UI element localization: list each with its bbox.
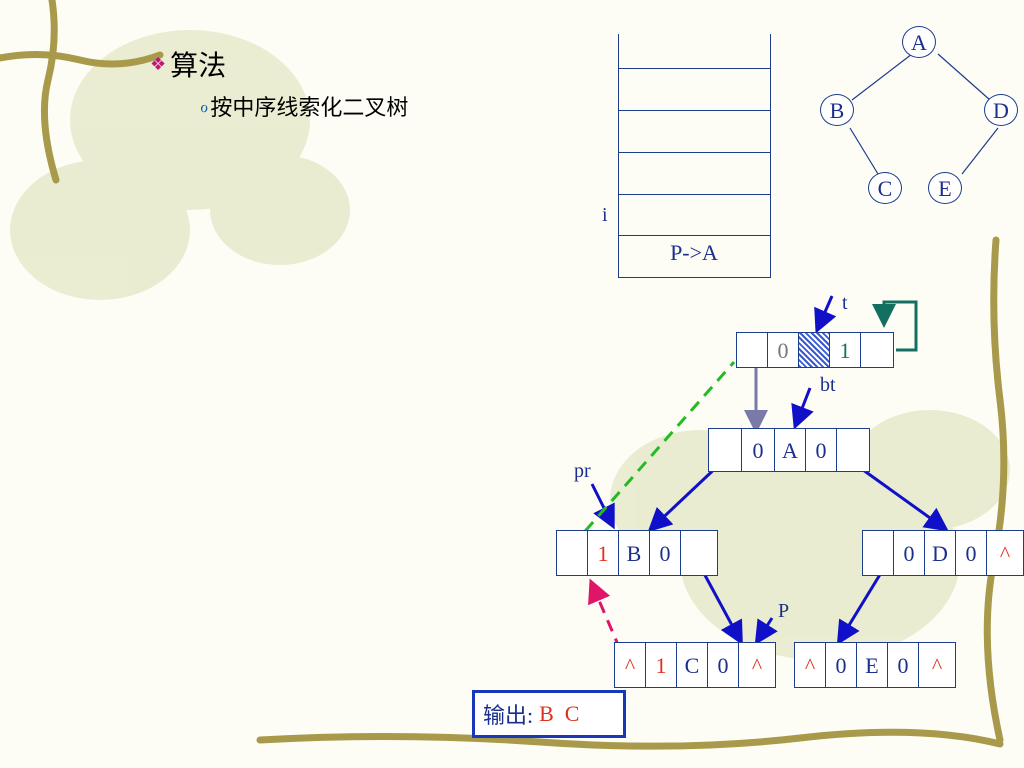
swirl-bullet-icon: ℴ	[200, 95, 209, 116]
node-b-rtag-cell: 0	[649, 530, 681, 576]
head-node: 0 1	[736, 332, 894, 368]
node-d-data-cell: D	[924, 530, 956, 576]
pointer-label-t: t	[842, 292, 848, 314]
diamond-bullet-icon: ❖	[150, 53, 167, 74]
output-values: B C	[539, 701, 580, 726]
stack: P->A	[618, 34, 772, 278]
head-rtag-cell: 1	[829, 332, 861, 368]
node-d: 0 D 0 ^	[862, 530, 1024, 576]
head-ltag-cell: 0	[767, 332, 799, 368]
node-e: ^ 0 E 0 ^	[794, 642, 956, 688]
bullet-text: 算法	[170, 51, 227, 82]
stack-bottom-cell: P->A	[670, 240, 718, 265]
node-b-data-cell: B	[618, 530, 650, 576]
bullet-inorder-threading: ℴ 按中序线索化二叉树	[200, 90, 408, 122]
head-lchild-cell	[736, 332, 768, 368]
output-label: 输出:	[483, 703, 534, 728]
stack-index-label: i	[602, 204, 608, 226]
node-a-lchild-cell	[708, 428, 742, 472]
stack-left-wall	[618, 34, 619, 278]
stack-divider	[618, 235, 770, 236]
tree-node-b: B	[820, 94, 854, 126]
node-c-rchild-cell: ^	[738, 642, 776, 688]
stack-divider	[618, 152, 770, 153]
node-a-rchild-cell	[836, 428, 870, 472]
output-box: 输出: B C	[472, 690, 626, 738]
head-data-cell-hatched	[798, 332, 830, 368]
node-c-data-cell: C	[676, 642, 708, 688]
stack-divider	[618, 68, 770, 69]
tree-node-a: A	[902, 26, 936, 58]
node-c: ^ 1 C 0 ^	[614, 642, 776, 688]
head-rchild-cell	[860, 332, 894, 368]
stack-divider	[618, 194, 770, 195]
node-a-data-cell: A	[774, 428, 806, 472]
node-a-rtag-cell: 0	[805, 428, 837, 472]
bullet-algorithm: ❖ 算法	[150, 44, 226, 84]
node-e-data-cell: E	[856, 642, 888, 688]
pointer-label-p: P	[778, 600, 790, 622]
stack-divider	[618, 110, 770, 111]
stack-right-wall	[770, 34, 771, 278]
node-e-rchild-cell: ^	[918, 642, 956, 688]
node-d-rtag-cell: 0	[955, 530, 987, 576]
node-b: 1 B 0	[556, 530, 718, 576]
node-e-lchild-cell: ^	[794, 642, 826, 688]
tree-node-d: D	[984, 94, 1018, 126]
node-e-rtag-cell: 0	[887, 642, 919, 688]
tree-node-e: E	[928, 172, 962, 204]
node-b-rchild-cell	[680, 530, 718, 576]
bullet-text: 按中序线索化二叉树	[210, 95, 409, 120]
node-d-ltag-cell: 0	[893, 530, 925, 576]
node-d-rchild-cell: ^	[986, 530, 1024, 576]
node-b-lchild-cell	[556, 530, 588, 576]
node-c-lchild-cell: ^	[614, 642, 646, 688]
node-d-lchild-cell	[862, 530, 894, 576]
pointer-label-pr: pr	[574, 460, 591, 482]
tree-node-c: C	[868, 172, 902, 204]
node-c-rtag-cell: 0	[707, 642, 739, 688]
node-e-ltag-cell: 0	[825, 642, 857, 688]
pointer-label-bt: bt	[820, 374, 836, 396]
stack-divider	[618, 277, 770, 278]
node-a-ltag-cell: 0	[741, 428, 775, 472]
node-c-ltag-cell: 1	[645, 642, 677, 688]
node-b-ltag-cell: 1	[587, 530, 619, 576]
node-a: 0 A 0	[708, 428, 870, 472]
tree-edges	[849, 53, 999, 175]
